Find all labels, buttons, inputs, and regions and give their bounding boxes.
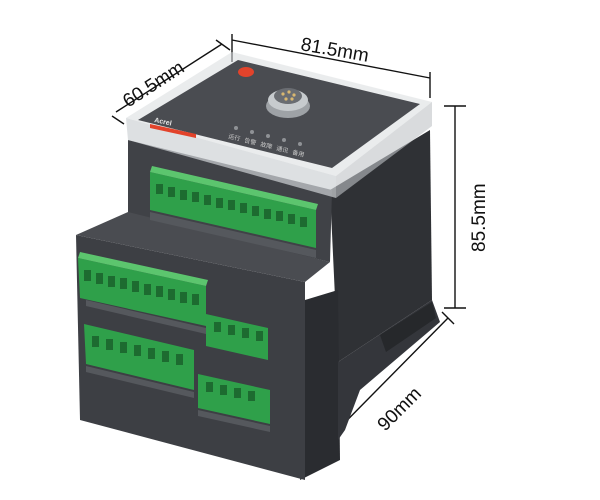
terminal-block-side: [206, 314, 268, 360]
round-connector: [266, 88, 310, 118]
led-row: [234, 126, 302, 146]
device-body: Acrel 运行 告警 故障 通讯 备用: [76, 52, 440, 480]
terminal-block-middle: [78, 252, 208, 326]
svg-text:故障: 故障: [260, 140, 274, 151]
svg-text:运行: 运行: [228, 132, 242, 143]
svg-text:通讯: 通讯: [276, 144, 290, 155]
led-labels: 运行 告警 故障 通讯 备用: [228, 132, 306, 159]
brand-label: Acrel: [154, 117, 173, 127]
terminal-block-top: [150, 166, 318, 248]
indicator-badge: [238, 67, 254, 77]
dim-height-label: 85.5mm: [469, 183, 490, 252]
svg-text:备用: 备用: [292, 148, 306, 159]
printed-label-bands: [86, 212, 316, 432]
svg-text:告警: 告警: [244, 136, 258, 147]
terminal-block-lower: [84, 324, 194, 390]
dim-width-label: 81.5mm: [299, 34, 370, 67]
terminal-block-bottom: [198, 374, 270, 424]
dim-length-label: 90mm: [374, 383, 426, 435]
